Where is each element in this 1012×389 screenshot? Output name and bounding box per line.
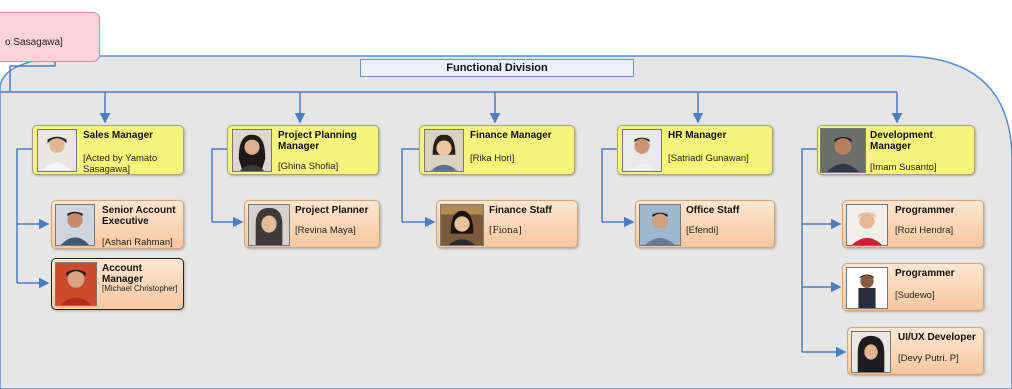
uiux-developer-card: UI/UX Developer [Devy Putri. P] (847, 327, 984, 375)
avatar-icon (851, 331, 891, 373)
finance-manager-card: Finance Manager [Rika Hori] (419, 125, 575, 175)
staff-name: [Fiona] (489, 226, 522, 236)
avatar-icon (440, 204, 484, 246)
staff-title: Programmer (895, 205, 955, 216)
division-title: Functional Division (360, 59, 634, 77)
manager-name: [Imam Susanto] (870, 162, 937, 173)
staff-name: [Ashari Rahman] (102, 237, 173, 248)
manager-name: [Ghina Shofia] (278, 161, 339, 172)
hr-manager-card: HR Manager [Satriadi Gunawan] (617, 125, 773, 175)
manager-title: Development Manager (870, 130, 933, 152)
manager-name: [Rika Hori] (470, 153, 515, 164)
finance-staff-card: Finance Staff [Fiona] (436, 200, 578, 248)
avatar-icon (639, 204, 681, 246)
avatar-icon (846, 267, 888, 309)
manager-title: HR Manager (668, 130, 727, 141)
senior-account-executive-card: Senior Account Executive [Ashari Rahman] (51, 200, 184, 249)
avatar-icon (424, 129, 464, 172)
staff-title: Programmer (895, 268, 955, 279)
avatar-icon (232, 129, 272, 172)
avatar-icon (37, 129, 77, 172)
manager-title: Sales Manager (83, 130, 154, 141)
avatar-icon (55, 204, 95, 246)
staff-name: [Rozi Hendra] (895, 225, 954, 236)
staff-name: [Devy Putri. P] (898, 353, 959, 364)
staff-title: Account Manager (102, 263, 144, 285)
top-executive-name: o Sasagawa] (5, 37, 63, 48)
manager-name: [Satriadi Gunawan] (668, 153, 749, 164)
project-planner-card: Project Planner [Revina Maya] (244, 200, 380, 248)
programmer-card-2: Programmer [Sudewo] (842, 263, 984, 311)
staff-title: Office Staff (686, 205, 740, 216)
avatar-icon (846, 204, 888, 246)
programmer-card-1: Programmer [Rozi Hendra] (842, 200, 984, 248)
staff-title: Project Planner (295, 205, 369, 216)
development-manager-card: Development Manager [Imam Susanto] (817, 125, 975, 175)
staff-name: [Revina Maya] (295, 225, 356, 236)
office-staff-card: Office Staff [Efendi] (635, 200, 775, 248)
manager-title: Finance Manager (470, 130, 552, 141)
manager-title: Project Planning Manager (278, 130, 357, 152)
sales-manager-card: Sales Manager [Acted by Yamato Sasagawa] (32, 125, 184, 175)
staff-title: Finance Staff (489, 205, 552, 216)
account-manager-card: Account Manager [Michael Christopher] (51, 258, 184, 310)
avatar-icon (622, 129, 662, 172)
avatar-icon (820, 128, 866, 173)
top-executive-box: o Sasagawa] (0, 12, 100, 62)
staff-name: [Efendi] (686, 225, 719, 236)
avatar-icon (248, 204, 290, 246)
staff-title: UI/UX Developer (898, 332, 976, 343)
project-planning-manager-card: Project Planning Manager [Ghina Shofia] (227, 125, 379, 175)
staff-name: [Sudewo] (895, 290, 935, 301)
staff-title: Senior Account Executive (102, 205, 176, 227)
avatar-icon (55, 262, 97, 306)
staff-name: [Michael Christopher] (102, 284, 178, 293)
manager-name: [Acted by Yamato Sasagawa] (83, 153, 158, 175)
